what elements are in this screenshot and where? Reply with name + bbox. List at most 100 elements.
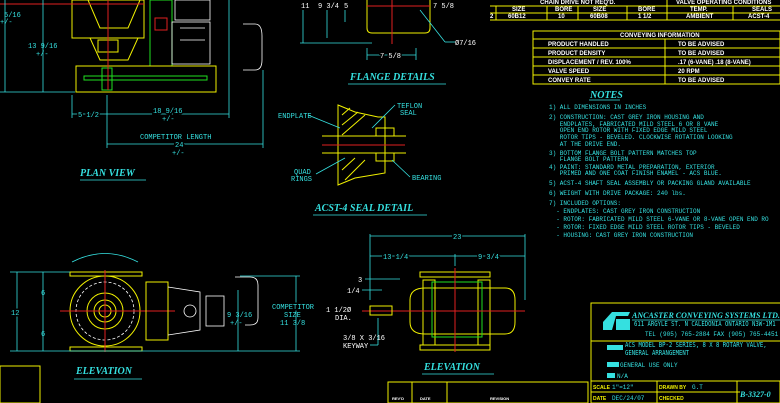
company-logo [603,312,630,330]
rev-header: REVISION [490,396,509,401]
scale-label: SCALE [593,385,611,391]
company-address: 611 ARGYLE ST. N CALEDONIA ONTARIO N3W-1… [634,320,776,328]
elevation-right: 23 13 1/4 9 3/4 3 1/4 1 1/2Ø DIA. 3/8 X … [326,233,526,375]
drawing-description: ACS MODEL BP-2 SERIES, 8 X 8 ROTARY VALV… [625,341,767,357]
label-bearing: BEARING [412,175,441,183]
chain-fragment: 2 [490,14,494,20]
conveying-label: CONVEY RATE [548,78,591,84]
elevation-right-title: ELEVATION [423,362,481,373]
company-phone: TEL (905) 765-2884 FAX (905) 765-4451 [645,331,779,338]
note-line: OPEN END ROTOR WITH FIXED EDGE MILD STEE… [549,127,708,134]
note-line: PRIMED AND ONE COAT FINISH ENAMEL - ACS … [549,170,722,177]
seal-detail: ENDPLATE TEFLON SEAL QUAD RINGS BEARING … [278,103,441,216]
dim-drive-tol: +/- [230,320,243,328]
dim-drive: 9 3/16 [227,312,252,320]
notes-title: NOTES [589,90,623,101]
operating-value: ACST-4 [748,14,770,20]
competitor-value: 11 3/8 [280,320,305,328]
chain-value: 1 1/2 [638,14,652,20]
conveying-value: TO BE ADVISED [678,78,725,84]
note-line: - ENDPLATES: CAST GREY IRON CONSTRUCTION [549,208,701,215]
chain-table-title: CHAIN DRIVE NOT REQ'D. [540,0,616,6]
note-line: FLANGE BOLT PATTERN [549,156,629,163]
dim-height: 13 9/16 [28,43,57,51]
dia-label: DIA. [335,315,352,323]
chain-header: SIZE [512,7,525,13]
operating-header: TEMP. [690,7,708,13]
competitor-length-label: COMPETITOR LENGTH [140,134,211,142]
conveying-table: CONVEYING INFORMATION PRODUCT HANDLED TO… [532,30,780,85]
note-line: AT THE DRIVE END. [549,141,621,148]
competitor-length-tol: +/- [172,150,185,158]
elevation-left-title: ELEVATION [75,366,133,377]
competitor-size: SIZE [284,312,301,320]
drawn-value: G.T [692,384,703,391]
elevation-left: 12 6 6 9 3/16 +/- COMPETITOR SIZE 11 3/8… [0,253,316,403]
plan-view-title: PLAN VIEW [80,168,136,179]
drawn-label: DRAWN BY [659,385,687,391]
plan-view: 5/16 +/- 13 9/16 +/- 5 1/2 18 9/16 +/- C… [0,0,264,181]
flange-dim-4: 7 5/8 [433,3,454,11]
dim-lower: 6 [41,331,45,339]
note-line: 2) CONSTRUCTION: CAST GREY IRON HOUSING … [549,114,704,121]
flange-dim-1: 11 [301,3,309,11]
note-line: ROTOR TIPS - BEVELED. CLOCKWISE ROTATION… [549,134,733,141]
dim-height-tol: +/- [36,51,49,59]
conveying-value: TO BE ADVISED [678,51,725,57]
note-line: 1) ALL DIMENSIONS IN INCHES [549,104,647,111]
dim-length-tol: +/- [162,116,175,124]
dim-upper: 6 [41,290,45,298]
scale-value: 1"=12" [612,384,634,391]
drawing-number: B-3327-0 [739,390,771,399]
dim-length: 18 9/16 [153,108,182,116]
competitor-label: COMPETITOR [272,304,315,312]
date-label: DATE [593,396,607,402]
flange-dim-6: Ø7/16 [455,39,476,48]
chain-value: 60B12 [508,14,526,20]
conveying-label: PRODUCT HANDLED [548,42,609,48]
chain-value: 10 [558,14,565,20]
chain-header: SIZE [593,7,606,13]
notes: NOTES 1) ALL DIMENSIONS IN INCHES 2) CON… [549,90,769,239]
dim-total: 12 [11,310,19,318]
conveying-label: PRODUCT DENSITY [548,51,605,57]
label-seal: SEAL [400,110,417,118]
rev-header: REV'D [392,396,404,401]
dim-left: 13 1/4 [383,254,408,262]
operating-header: SEALS [752,7,772,13]
note-line: ENDPLATES, FABRICATED MILD STEEL 6 OR 8 … [549,121,719,128]
dim-quarter: 1/4 [347,288,360,296]
label-teflon: TEFLON [397,103,422,111]
rev-header: DATE [420,396,431,401]
note-stamp [0,365,41,403]
title-block: ANCASTER CONVEYING SYSTEMS LTD. TEL (905… [387,302,780,403]
customer: N/A [617,373,628,380]
dim-top: 5/16 [4,12,21,20]
dim-top-tol: +/- [0,19,13,27]
conveying-value: TO BE ADVISED [678,42,725,48]
note-line: - ROTOR: FIXED EDGE MILD STEEL ROTOR TIP… [549,224,740,231]
flange-details-title: FLANGE DETAILS [349,72,435,83]
dim-offset: 5 1/2 [78,112,99,120]
chain-value: 60B08 [590,14,608,20]
competitor-length-value: 24 [175,142,183,150]
date-value: DEC/24/07 [612,395,645,402]
application: GENERAL USE ONLY [620,362,678,369]
conveying-value: .17 (6-VANE) .18 (8-VANE) [678,60,751,66]
keyway-size: 3/8 X 3/16 [343,335,385,343]
dim-dia: 1 1/2Ø [326,306,351,315]
operating-value: AMBIENT [686,14,714,20]
flange-dim-3: 5 [344,3,348,11]
keyway-label: KEYWAY [343,343,369,351]
note-line: 7) INCLUDED OPTIONS: [549,200,621,207]
chain-header: BORE [555,7,572,13]
dim-shaft: 3 [358,277,362,285]
conveying-table-title: CONVEYING INFORMATION [620,33,700,39]
note-line: - ROTOR: FABRICATED MILD STEEL 6-VANE OR… [549,216,769,223]
label-endplate: ENDPLATE [278,113,312,121]
note-line: 5) ACST-4 SHAFT SEAL ASSEMBLY OR PACKING… [549,180,751,187]
flange-details: 11 9 3/4 5 7 5/8 7 5/8 Ø7/16 FLANGE DETA… [300,0,476,85]
chain-header: BORE [638,7,655,13]
